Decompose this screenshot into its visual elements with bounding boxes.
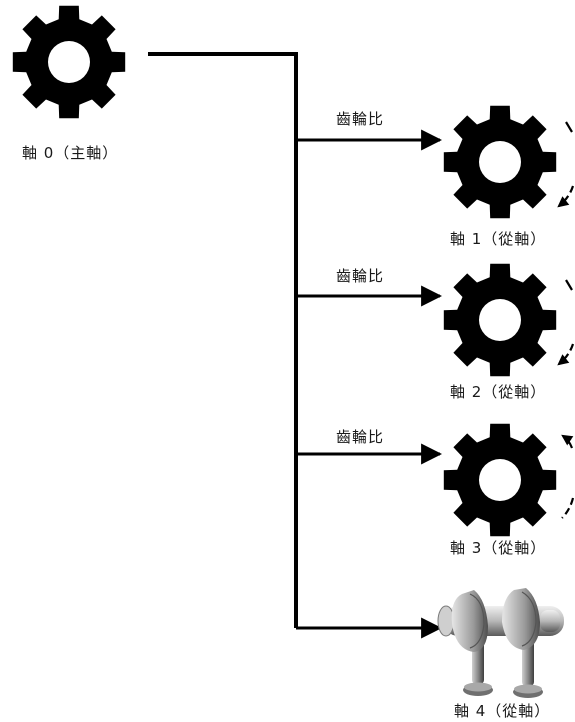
slave-gear-3-icon <box>443 423 557 537</box>
master-connector-line <box>148 52 298 628</box>
master-gear-icon <box>12 5 126 119</box>
slave-axis-label-3: 軸 3（從軸） <box>450 539 547 557</box>
slave-axis-label-4: 軸 4（從軸） <box>454 702 551 720</box>
gear-ratio-label-3: 齒輪比 <box>336 428 385 446</box>
slave-gear-2-icon <box>443 263 557 377</box>
rotation-clockwise-icon <box>557 279 575 366</box>
slave-axis-label-2: 軸 2（從軸） <box>450 383 547 401</box>
rotation-counterclockwise-icon <box>561 434 575 519</box>
slave-gear-1-icon <box>443 105 557 219</box>
master-axis-label: 軸 0（主軸） <box>22 144 119 162</box>
gear-ratio-label-2: 齒輪比 <box>336 267 385 285</box>
slave-axis-label-1: 軸 1（從軸） <box>450 230 547 248</box>
cam-shaft-icon <box>437 588 564 698</box>
gear-ratio-label-1: 齒輪比 <box>336 110 385 128</box>
rotation-clockwise-icon <box>557 121 575 208</box>
